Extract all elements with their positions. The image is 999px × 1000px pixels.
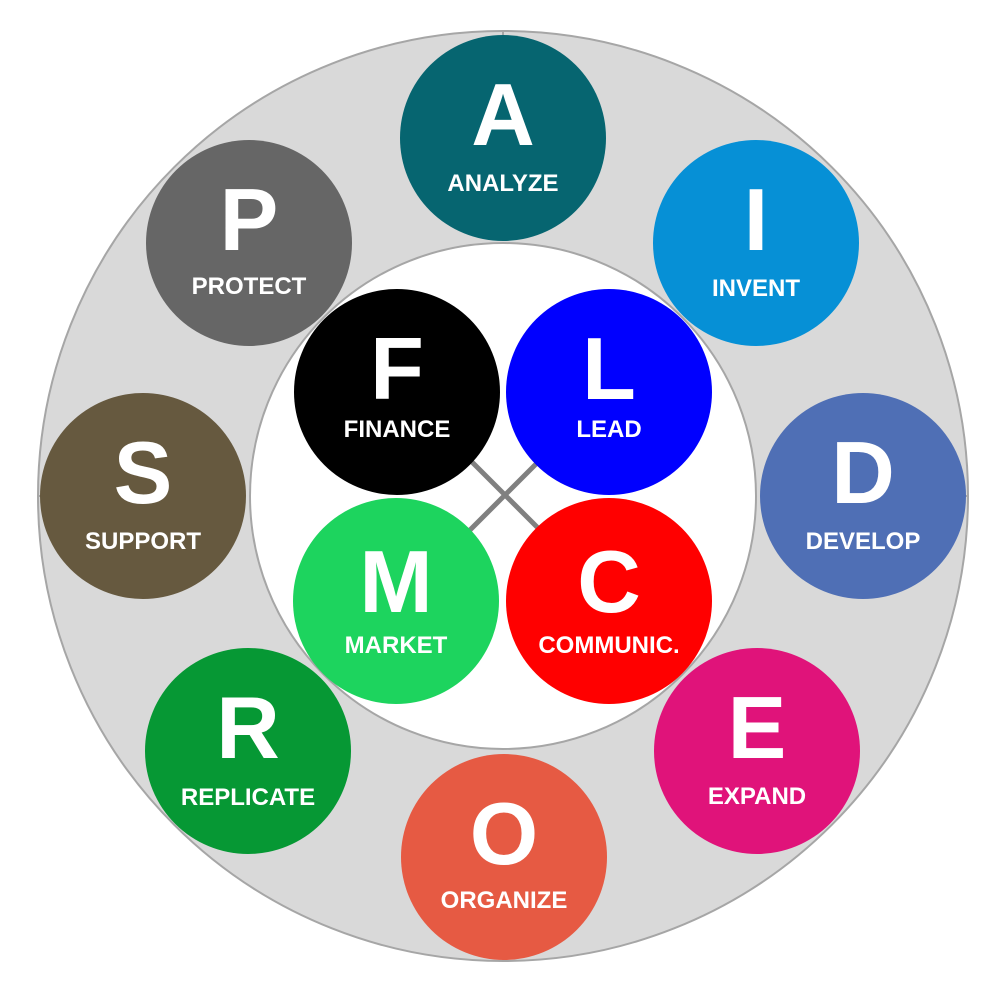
node-market-label: MARKET — [345, 632, 448, 659]
node-expand: E EXPAND — [654, 648, 860, 854]
node-protect-letter: P — [220, 170, 279, 269]
node-replicate-letter: R — [216, 678, 280, 777]
node-lead-circle — [506, 289, 712, 495]
node-organize-letter: O — [470, 784, 538, 883]
node-finance: F FINANCE — [294, 289, 500, 495]
node-support-circle — [40, 393, 246, 599]
node-expand-label: EXPAND — [708, 783, 806, 810]
node-finance-circle — [294, 289, 500, 495]
node-develop-label: DEVELOP — [806, 528, 921, 555]
node-expand-letter: E — [728, 678, 787, 777]
node-organize: O ORGANIZE — [401, 754, 607, 960]
node-organize-label: ORGANIZE — [441, 887, 568, 914]
node-communicate-circle — [506, 498, 712, 704]
node-replicate-circle — [145, 648, 351, 854]
node-communicate-label: COMMUNIC. — [538, 632, 679, 659]
node-finance-letter: F — [370, 319, 424, 418]
node-analyze-letter: A — [471, 65, 535, 164]
connector-line-2 — [463, 453, 547, 537]
node-invent: I INVENT — [653, 140, 859, 346]
node-support: S SUPPORT — [40, 393, 246, 599]
node-invent-label: INVENT — [712, 275, 800, 302]
node-market-letter: M — [359, 532, 432, 631]
node-expand-circle — [654, 648, 860, 854]
node-analyze: A ANALYZE — [400, 35, 606, 241]
node-communicate: C COMMUNIC. — [506, 498, 712, 704]
node-analyze-label: ANALYZE — [447, 170, 558, 197]
node-replicate-label: REPLICATE — [181, 784, 315, 811]
node-replicate: R REPLICATE — [145, 648, 351, 854]
node-market-circle — [293, 498, 499, 704]
node-protect: P PROTECT — [146, 140, 352, 346]
node-protect-label: PROTECT — [192, 273, 307, 300]
node-develop-letter: D — [831, 423, 895, 522]
node-analyze-circle — [400, 35, 606, 241]
node-develop-circle — [760, 393, 966, 599]
node-support-letter: S — [114, 423, 173, 522]
node-invent-letter: I — [744, 170, 768, 269]
node-finance-label: FINANCE — [344, 416, 451, 443]
node-market: M MARKET — [293, 498, 499, 704]
node-organize-circle — [401, 754, 607, 960]
node-support-label: SUPPORT — [85, 528, 201, 555]
node-protect-circle — [146, 140, 352, 346]
node-communicate-letter: C — [577, 532, 641, 631]
node-develop: D DEVELOP — [760, 393, 966, 599]
node-lead-letter: L — [582, 319, 636, 418]
node-lead-label: LEAD — [576, 416, 641, 443]
node-invent-circle — [653, 140, 859, 346]
node-lead: L LEAD — [506, 289, 712, 495]
